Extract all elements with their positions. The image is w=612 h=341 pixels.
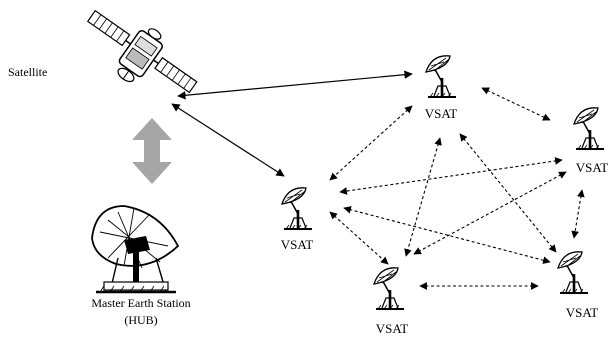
link-sat-vsat-top	[177, 70, 413, 100]
link-top-rightTop	[481, 87, 551, 121]
vsat-left-label: VSAT	[281, 237, 314, 252]
link-sat-vsat-left	[171, 103, 285, 177]
vsat-bottom-right-label: VSAT	[566, 305, 599, 320]
link-top-bottomCenter	[404, 137, 442, 257]
link-left-bottomCenter	[329, 211, 389, 265]
hub-dish-icon	[91, 205, 180, 294]
hub-sublabel: (HUB)	[124, 313, 157, 327]
link-rightTop-bottomCenter	[413, 171, 567, 255]
vsat-right-top-label: VSAT	[576, 160, 609, 175]
link-left-bottomRight	[343, 206, 551, 264]
link-rightTop-bottomRight	[571, 189, 585, 239]
vsat-top-label: VSAT	[425, 106, 458, 121]
link-top-left	[329, 105, 413, 181]
hub-label: Master Earth Station	[91, 296, 190, 310]
vsat-right-top-icon	[572, 106, 606, 151]
vsat-top-icon	[424, 54, 458, 99]
satellite-icon	[86, 9, 198, 94]
vsat-left-icon	[280, 186, 314, 231]
hub-uplink-arrow	[132, 118, 172, 184]
link-rightTop-left	[339, 157, 563, 195]
satellite-label: Satellite	[8, 65, 47, 79]
vsat-bottom-right-icon	[556, 250, 590, 295]
vsat-bottom-center-icon	[372, 266, 406, 311]
vsat-bottom-center-label: VSAT	[376, 321, 409, 336]
link-top-bottomRight	[459, 133, 557, 253]
